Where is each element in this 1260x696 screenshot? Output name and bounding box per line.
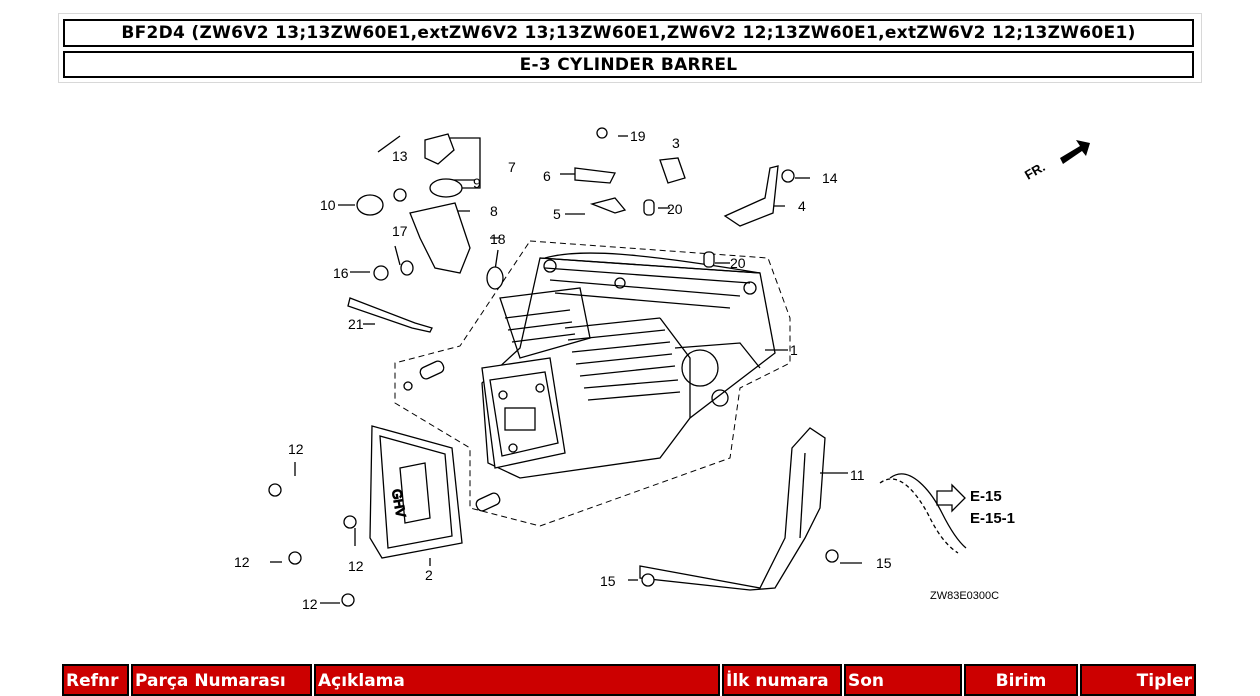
col-first-number[interactable]: İlk numara [722,664,842,696]
col-last[interactable]: Son [844,664,962,696]
parts-diagram: GHV [234,127,1090,612]
callout-10: 10 [320,197,336,213]
callout-16: 16 [333,265,349,281]
callout-15a: 15 [600,573,616,589]
col-part-number[interactable]: Parça Numarası [131,664,312,696]
callout-5: 5 [553,206,561,222]
drawing-code: ZW83E0300C [930,590,999,602]
section-title: E-3 CYLINDER BARREL [63,51,1194,78]
callout-14: 14 [822,170,838,186]
callout-17: 17 [392,223,408,239]
callout-13: 13 [392,148,408,164]
col-refnr[interactable]: Refnr [62,664,129,696]
ref-e15: E-15 [970,488,1002,505]
col-description[interactable]: Açıklama [314,664,720,696]
model-title: BF2D4 (ZW6V2 13;13ZW60E1,extZW6V2 13;13Z… [63,19,1194,47]
svg-text:GHV: GHV [389,488,409,519]
ref-e15-1: E-15-1 [970,510,1015,527]
callout-20a: 20 [667,201,683,217]
callout-2: 2 [425,567,433,583]
callout-8: 8 [490,203,498,219]
callout-15b: 15 [876,555,892,571]
callout-12d: 12 [302,596,318,612]
callout-3: 3 [672,135,680,151]
callout-11: 11 [850,467,865,483]
callout-19: 19 [630,128,646,144]
callout-12c: 12 [348,558,364,574]
front-direction-arrow-icon: FR. [1022,140,1090,183]
callout-12a: 12 [288,441,304,457]
callout-4: 4 [798,198,806,214]
callout-7: 7 [508,159,516,175]
callout-9: 9 [473,175,481,191]
col-types[interactable]: Tipler [1080,664,1196,696]
col-unit[interactable]: Birim [964,664,1078,696]
callout-18: 18 [490,231,506,247]
callout-20b: 20 [730,255,746,271]
header-frame [58,13,1202,83]
direction-label: FR. [1022,159,1048,182]
callout-6: 6 [543,168,551,184]
callout-12b: 12 [234,554,250,570]
callout-21: 21 [348,316,364,332]
callout-1: 1 [790,342,798,358]
